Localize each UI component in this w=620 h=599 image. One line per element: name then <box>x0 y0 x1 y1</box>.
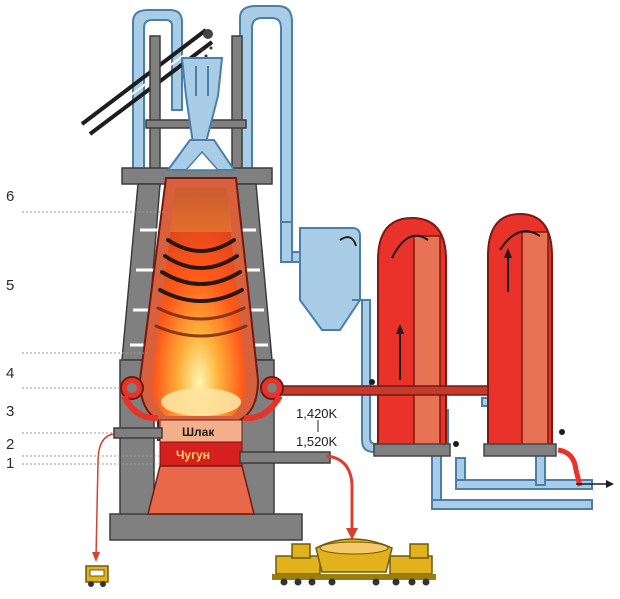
hot-blast-stove-2 <box>483 212 557 457</box>
cold-blast-outlet <box>557 447 583 487</box>
zone-lines <box>22 211 166 465</box>
hot-blast-main <box>279 385 489 396</box>
zone-label-2: 2 <box>6 436 14 453</box>
slag-label: Шлак <box>182 425 215 439</box>
zone-label-4: 4 <box>6 365 14 382</box>
zone-label-3: 3 <box>6 403 14 420</box>
bustle-pipe <box>120 376 284 422</box>
zone-label-6: 6 <box>6 188 14 205</box>
zone-label-1: 1 <box>6 455 14 472</box>
dust-catcher <box>299 227 361 331</box>
slag-car <box>85 565 109 587</box>
pig-iron-label: Чугун <box>176 448 210 462</box>
slag-notch <box>113 427 163 439</box>
slag-flow <box>95 433 115 559</box>
hot-blast-stove-1 <box>373 216 451 457</box>
zone-label-5: 5 <box>6 277 14 294</box>
pig-iron-layer <box>159 441 243 467</box>
temperature-upper: 1,420K <box>296 406 338 421</box>
gas-offtake-pipes <box>132 5 293 263</box>
burden-layers <box>158 238 244 303</box>
iron-taphole <box>239 451 331 464</box>
iron-flow <box>325 454 354 534</box>
temperature-lower: 1,520K <box>296 434 338 449</box>
charging-hopper <box>166 57 236 171</box>
hot-metal-ladle-train <box>272 538 436 586</box>
